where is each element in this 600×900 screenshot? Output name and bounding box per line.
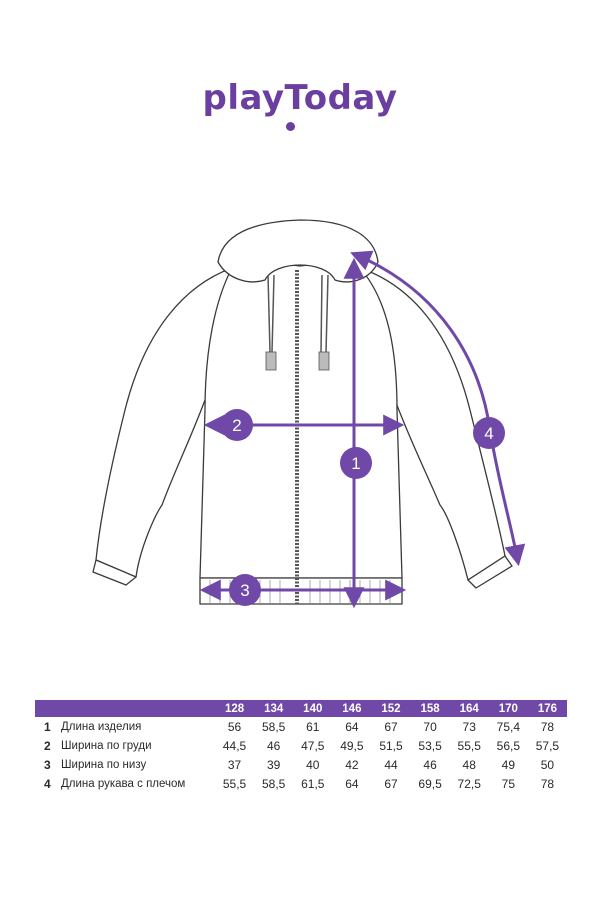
table-cell: 55,5: [457, 738, 481, 753]
table-cell: 70: [423, 719, 437, 734]
left-aglet: [265, 351, 277, 371]
size-header: 176: [527, 700, 567, 717]
marker-2: 2: [221, 409, 253, 441]
table-cell: 75: [501, 776, 515, 791]
marker-3-label: 3: [240, 581, 249, 600]
marker-4: 4: [473, 417, 505, 449]
table-cell: 64: [345, 776, 359, 791]
size-table: 128 134 140 146 152 158 164 170 176 1 Дл…: [35, 700, 567, 793]
marker-1-label: 1: [351, 454, 360, 473]
row-number: 4: [44, 776, 51, 791]
size-table-container: 128 134 140 146 152 158 164 170 176 1 Дл…: [35, 700, 567, 793]
table-cell: 51,5: [379, 738, 403, 753]
marker-3: 3: [229, 574, 261, 606]
table-cell: 44,5: [222, 738, 247, 753]
table-cell: 78: [540, 776, 555, 791]
table-cell: 56,5: [496, 738, 520, 753]
table-row: 3 Ширина по низу 37 39 40 42 44 46 48 49…: [35, 755, 567, 774]
size-header: 128: [215, 700, 255, 717]
right-aglet: [318, 351, 330, 371]
table-cell: 75,4: [496, 719, 520, 734]
marker-4-label: 4: [484, 424, 493, 443]
size-header: 134: [254, 700, 294, 717]
table-cell: 61,5: [301, 776, 325, 791]
left-sleeve: [95, 267, 233, 578]
table-cell: 61: [306, 719, 320, 734]
table-cell: 72,5: [457, 776, 481, 791]
hoodie-outline: [92, 219, 513, 605]
row-number: 2: [44, 738, 51, 753]
table-cell: 73: [462, 719, 476, 734]
size-header: 140: [293, 700, 333, 717]
size-header: 170: [488, 700, 528, 717]
table-cell: 48: [462, 757, 476, 772]
brand-name: playToday: [202, 78, 398, 118]
table-cell: 46: [423, 757, 437, 772]
row-number: 3: [44, 757, 51, 772]
table-row: 2 Ширина по груди 44,5 46 47,5 49,5 51,5…: [35, 736, 567, 755]
table-cell: 49: [501, 757, 515, 772]
size-header-row: 128 134 140 146 152 158 164 170 176: [35, 700, 567, 717]
table-cell: 57,5: [535, 738, 560, 753]
table-cell: 78: [540, 719, 555, 734]
table-cell: 46: [266, 738, 281, 753]
drawstrings: [267, 274, 329, 353]
table-cell: 64: [345, 719, 359, 734]
row-label: Ширина по низу: [61, 758, 147, 771]
left-cuff: [92, 559, 137, 586]
table-cell: 47,5: [301, 738, 325, 753]
table-cell: 53,5: [418, 738, 442, 753]
table-cell: 58,5: [261, 719, 286, 734]
marker-1: 1: [340, 447, 372, 479]
table-cell: 42: [345, 757, 359, 772]
brand-logo: playToday: [0, 78, 600, 131]
size-header: 164: [449, 700, 489, 717]
table-cell: 56: [227, 719, 242, 734]
sleeve-arrow: [350, 250, 526, 567]
table-cell: 50: [540, 757, 555, 772]
table-cell: 49,5: [340, 738, 364, 753]
table-cell: 40: [306, 757, 320, 772]
marker-2-label: 2: [232, 416, 241, 435]
logo-dot: [286, 122, 295, 131]
row-number: 1: [44, 719, 51, 734]
row-label: Ширина по груди: [61, 739, 152, 752]
size-header: 152: [371, 700, 411, 717]
table-cell: 44: [384, 757, 398, 772]
table-row: 1 Длина изделия 56 58,5 61 64 67 70 73 7…: [35, 717, 567, 736]
table-cell: 67: [384, 776, 398, 791]
table-cell: 37: [227, 757, 242, 772]
table-cell: 55,5: [222, 776, 247, 791]
size-header: 146: [332, 700, 372, 717]
table-cell: 69,5: [418, 776, 442, 791]
size-header: 158: [410, 700, 450, 717]
table-cell: 58,5: [261, 776, 286, 791]
table-row: 4 Длина рукава с плечом 55,5 58,5 61,5 6…: [35, 774, 567, 793]
table-cell: 39: [266, 757, 281, 772]
row-label: Длина изделия: [61, 720, 142, 733]
table-cell: 67: [384, 719, 398, 734]
row-label: Длина рукава с плечом: [61, 777, 186, 790]
hoodie-diagram: 1 2 3 4: [92, 219, 526, 609]
